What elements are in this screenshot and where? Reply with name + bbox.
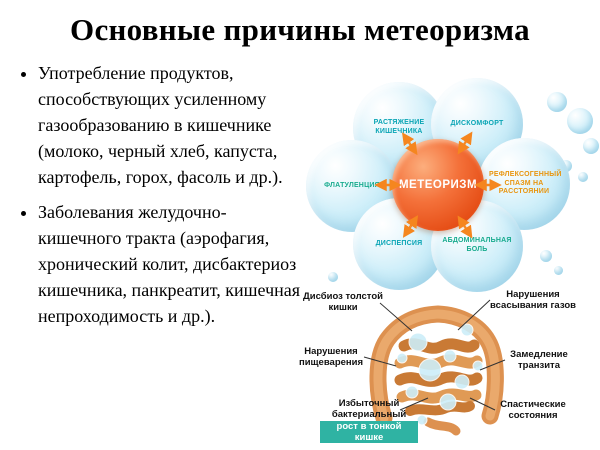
- decorative-bubble: [578, 172, 588, 182]
- bubble-label-dyspepsia: ДИСПЕПСИЯ: [375, 239, 423, 247]
- label-spastic-states: Спастические состояния: [500, 399, 566, 421]
- label-slow-transit: Замедление транзита: [510, 349, 568, 371]
- meteorism-center-circle: МЕТЕОРИЗМ: [392, 139, 484, 231]
- label-bacterial-overgrowth: Избыточный бактериальный рост в тонкой к…: [320, 398, 418, 443]
- bullet-item-diseases: Заболевания желудочно-кишечного тракта (…: [38, 199, 306, 329]
- bubble-label-reflex-spasm: РЕФЛЕКСОГЕННЫЙ СПАЗМ НА РАССТОЯНИИ: [489, 170, 562, 196]
- label-gas-absorption: Нарушения всасывания газов: [490, 289, 576, 311]
- bullet-list-ul: Употребление продуктов, способствующих у…: [14, 60, 306, 329]
- meteorism-center-label: МЕТЕОРИЗМ: [398, 179, 478, 191]
- slide-title: Основные причины метеоризма: [70, 12, 530, 47]
- bullet-item-products: Употребление продуктов, способствующих у…: [38, 60, 306, 190]
- decorative-bubble: [554, 266, 563, 275]
- bullet-list: Употребление продуктов, способствующих у…: [14, 60, 306, 338]
- bubble-label-intestinal-distension: РАСТЯЖЕНИЕ КИШЕЧНИКА: [373, 119, 425, 135]
- label-bacterial-overgrowth-text: Избыточный бактериальный: [331, 398, 407, 420]
- decorative-bubble: [583, 138, 599, 154]
- bubble-label-discomfort: ДИСКОМФОРТ: [450, 119, 504, 127]
- decorative-bubble: [328, 272, 338, 282]
- bubble-label-abdominal-pain: АБДОМИНАЛЬНАЯ БОЛЬ: [442, 237, 512, 253]
- label-digestion-disorders: Нарушения пищеварения: [298, 346, 364, 368]
- decorative-bubble: [547, 92, 567, 112]
- label-colon-dysbiosis: Дисбиоз толстой кишки: [303, 291, 383, 313]
- label-bacterial-overgrowth-highlight: рост в тонкой кишке: [320, 421, 418, 443]
- decorative-bubble: [540, 250, 552, 262]
- decorative-bubble: [567, 108, 593, 134]
- bubble-label-flatulence: ФЛАТУЛЕНЦИЯ: [324, 181, 380, 189]
